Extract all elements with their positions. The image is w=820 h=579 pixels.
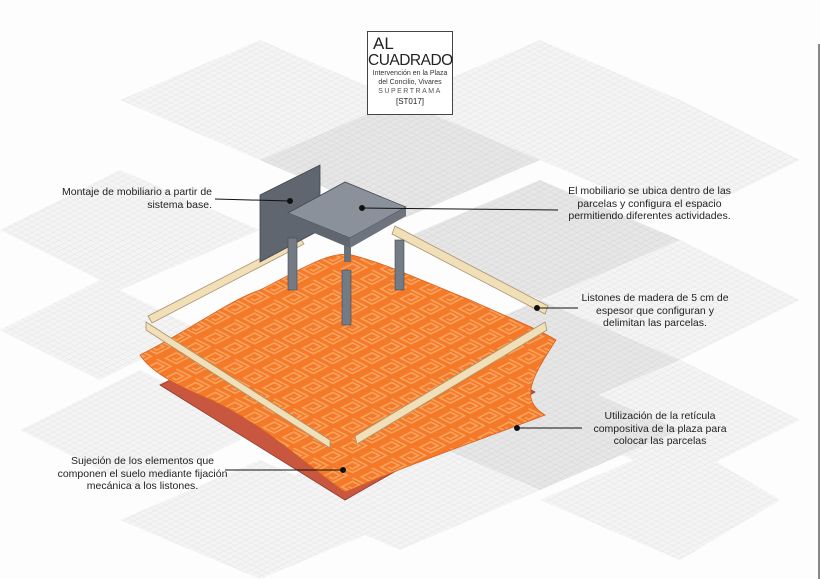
annotation-furniture-placement: El mobiliario se ubica dentro de las par… [568,185,731,222]
team-name: SUPERTRAMA [378,88,442,95]
furniture-module [259,164,407,326]
project-title-box: AL CUADRADO Intervención en la Plaza del… [367,31,453,115]
title-line-2: CUADRADO [368,52,453,69]
project-subtitle: Intervención en la Plaza del Concilio, V… [372,70,448,86]
annotation-wood-slats: Listones de madera de 5 cm de espesor qu… [581,292,729,329]
annotation-floor-fixing: Sujeción de los elementos que componen e… [57,455,228,492]
project-code: [ST017] [395,97,424,106]
page-edge-divider [818,44,820,579]
annotation-grid-use: Utilización de la retícula compositiva d… [593,410,727,447]
annotation-furniture-assembly: Montaje de mobiliario a partir de sistem… [62,186,212,211]
wood-slats-front [145,321,548,449]
title-line-1: AL [373,34,394,53]
leader-lines [214,198,582,473]
